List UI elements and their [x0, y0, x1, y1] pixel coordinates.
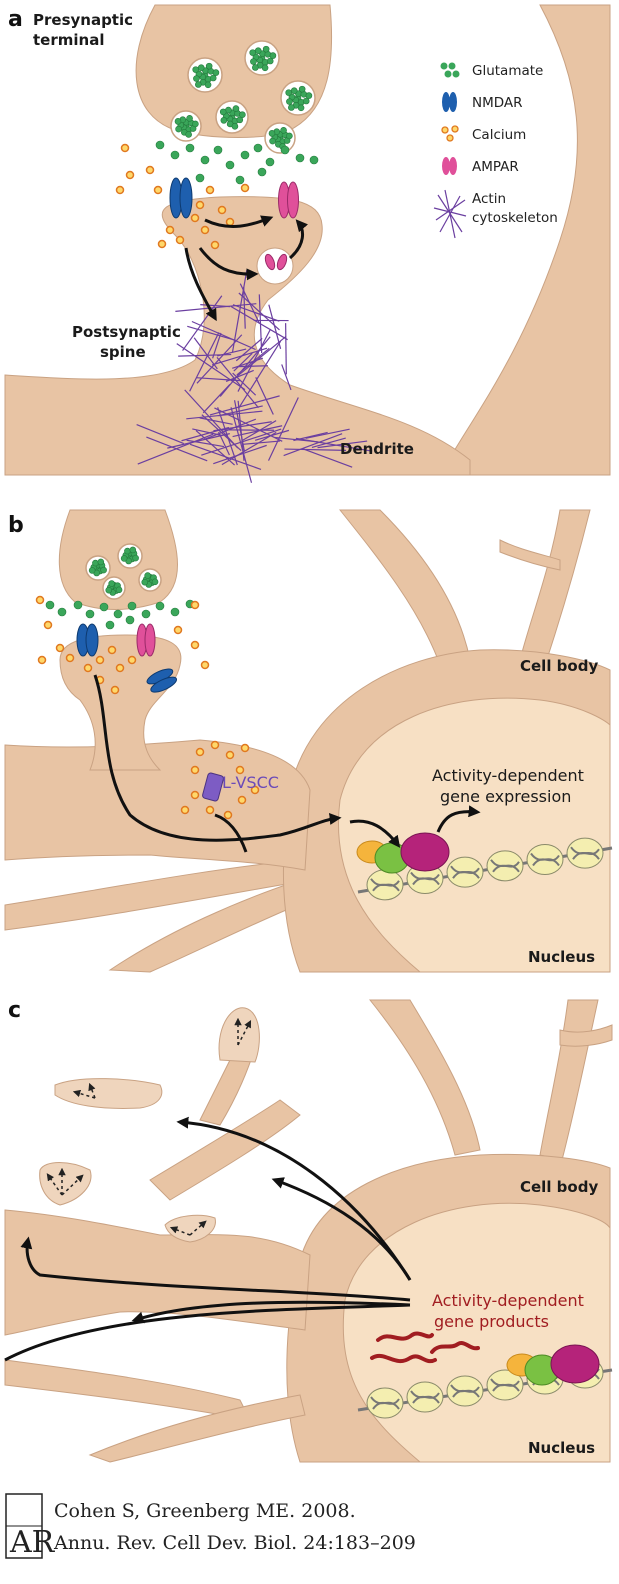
neighbor-cell — [439, 4, 611, 476]
growth-cone-arrows — [46, 1017, 252, 1236]
arrow-vesicle-up — [288, 219, 309, 260]
gene-products-label-2: gene products — [434, 1312, 549, 1331]
upper-branch-c — [149, 1099, 301, 1201]
citation-line-2: Annu. Rev. Cell Dev. Biol. 24:183–209 — [53, 1532, 416, 1554]
gene-expression-label-1: Activity-dependent — [432, 766, 584, 785]
nucleus-label-b: Nucleus — [528, 948, 595, 966]
arrow-gene-expression — [436, 805, 481, 833]
arrow-spine-to-nucleus — [93, 674, 342, 842]
ampar-receptor — [278, 181, 299, 219]
nucleus-label-c: Nucleus — [528, 1439, 595, 1457]
legend-glutamate-label: Glutamate — [472, 63, 543, 79]
panel-b-letter: b — [8, 513, 24, 538]
gene-product-squiggles — [370, 1331, 480, 1364]
dendrite-label: Dendrite — [340, 440, 414, 458]
postsynaptic-label-1: Postsynaptic — [72, 323, 181, 341]
legend-actin-label-1: Actin — [472, 191, 506, 207]
panel-c: c Cell body Activity-dependent gene prod… — [4, 998, 613, 1463]
legend-ampar-label: AMPAR — [472, 159, 519, 175]
protein-magenta-c — [550, 1344, 600, 1384]
calcium-ions-b — [35, 595, 260, 820]
citation: AR Cohen S, Greenberg ME. 2008. Annu. Re… — [5, 1493, 416, 1560]
panel-a-letter: a — [8, 7, 23, 32]
postsynaptic-label-2: spine — [100, 343, 146, 361]
arrow-to-gene — [349, 819, 401, 848]
cell-body-label-b: Cell body — [520, 657, 598, 675]
legend-ampar-icon — [442, 157, 457, 175]
main-dendrite-c — [4, 1209, 311, 1336]
vesicles — [170, 40, 316, 154]
legend: Glutamate NMDAR Calcium AMPAR Actin cyto… — [433, 62, 558, 239]
presynaptic-label-1: Presynaptic — [33, 11, 133, 29]
actin-cytoskeleton — [136, 270, 373, 483]
legend-calcium-icon — [441, 125, 459, 142]
glutamate-molecules — [155, 140, 319, 185]
citation-line-1: Cohen S, Greenberg ME. 2008. — [54, 1500, 356, 1522]
nucleus-b — [338, 697, 611, 973]
postsynaptic-spine-dendrite — [4, 196, 471, 476]
branch-c-2 — [539, 999, 599, 1161]
growth-cone-3 — [39, 1162, 92, 1206]
legend-glutamate-icon — [440, 62, 460, 78]
growth-cone-1 — [218, 1007, 260, 1063]
presynaptic-label-2: terminal — [33, 31, 104, 49]
gene-products-label-1: Activity-dependent — [432, 1291, 584, 1310]
legend-actin-label-2: cytoskeleton — [472, 210, 558, 226]
legend-calcium-label: Calcium — [472, 127, 526, 143]
gene-expression-label-2: gene expression — [440, 787, 571, 806]
panel-b: b Cell body L-VSCC Activity-dependent ge… — [4, 509, 613, 973]
branch-top-2 — [519, 509, 591, 666]
nmdar-receptor — [169, 177, 193, 219]
cell-body-label-c: Cell body — [520, 1178, 598, 1196]
nmdar-b-side — [146, 668, 178, 693]
panel-a: a Presynaptic terminal Postsynaptic spin… — [4, 4, 611, 483]
lvscc-channel — [202, 772, 224, 802]
arrow-to-actin — [184, 247, 217, 322]
lvscc-label: L-VSCC — [222, 773, 279, 792]
annual-reviews-logo-text: AR — [9, 1525, 56, 1560]
branch-top-1 — [338, 509, 471, 666]
branch-c-1 — [368, 999, 481, 1156]
legend-nmdar-label: NMDAR — [472, 95, 523, 111]
calcium-ions — [115, 143, 250, 250]
protein-magenta-b — [400, 832, 450, 872]
vesicles-b — [85, 543, 162, 600]
panel-c-letter: c — [8, 998, 21, 1023]
growth-cone-2 — [54, 1078, 163, 1109]
arrow-to-vesicle — [198, 247, 259, 281]
arrow-to-ampar — [204, 215, 274, 228]
main-dendrite-b — [4, 739, 311, 871]
legend-actin-icon — [433, 189, 467, 239]
legend-nmdar-icon — [442, 92, 457, 112]
